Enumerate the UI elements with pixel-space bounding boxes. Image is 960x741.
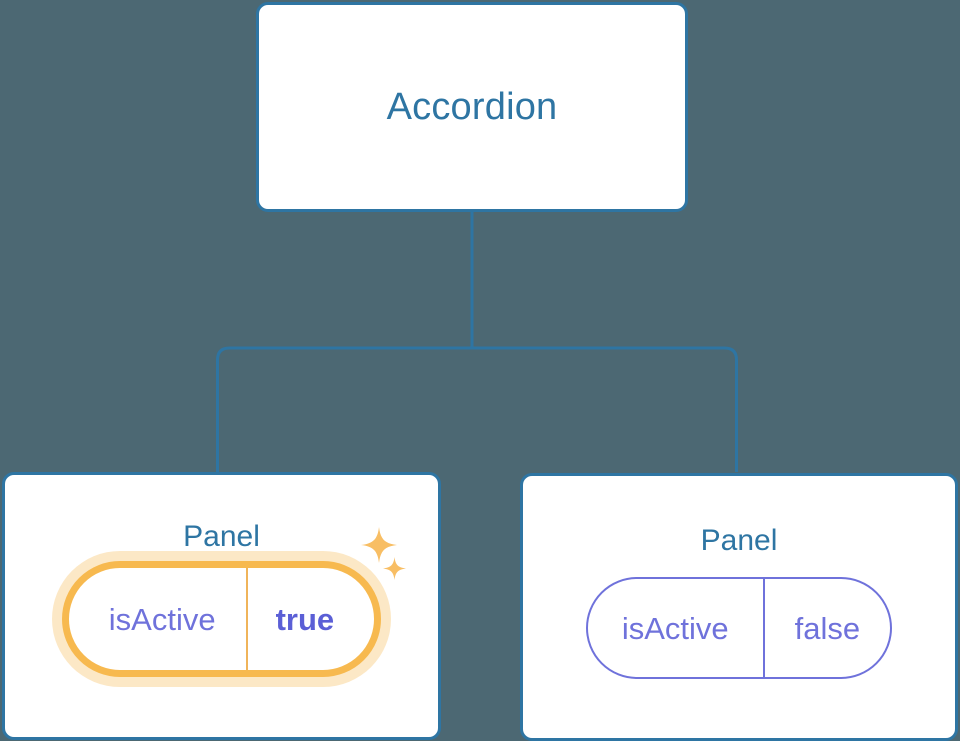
node-panel-active[interactable]: Panel isActive true xyxy=(2,472,441,740)
node-accordion[interactable]: Accordion xyxy=(256,2,688,212)
prop-pill-isactive[interactable]: isActive false xyxy=(585,577,893,679)
node-title: Panel xyxy=(183,520,260,553)
sparkle-icon-small xyxy=(383,557,407,580)
connector-branch-bus xyxy=(216,346,738,472)
prop-pill-isactive[interactable]: isActive true xyxy=(61,561,382,677)
prop-pill-wrapper: isActive true xyxy=(61,527,407,677)
prop-pill-wrapper: isActive false xyxy=(585,577,893,679)
node-panel-inactive[interactable]: Panel isActive false xyxy=(520,473,958,741)
prop-value: false xyxy=(762,579,890,677)
sparkle-icon-large xyxy=(361,527,398,563)
prop-key: isActive xyxy=(621,610,729,646)
prop-value: true xyxy=(245,568,375,670)
node-title: Panel xyxy=(700,524,778,557)
node-title: Accordion xyxy=(386,86,558,128)
prop-key: isActive xyxy=(108,601,216,637)
